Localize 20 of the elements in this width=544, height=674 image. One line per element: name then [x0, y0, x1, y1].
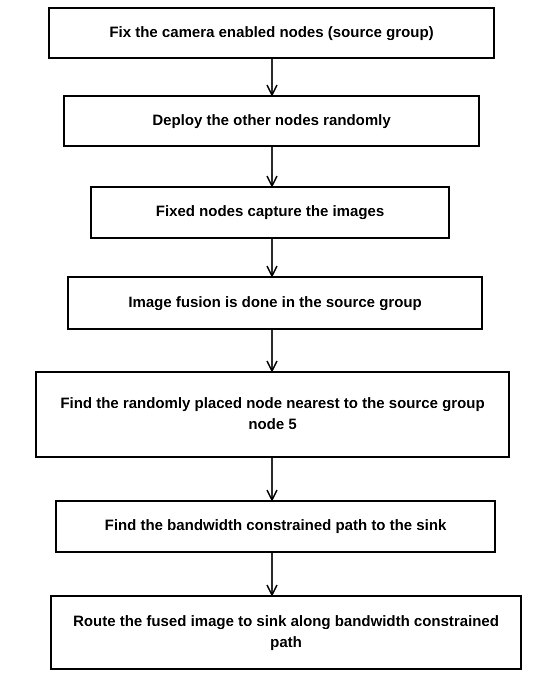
step-text: Find the bandwidth constrained path to the sink: [104, 516, 446, 536]
process-box: [90, 186, 450, 239]
arrow: [266, 239, 278, 277]
process-box: [50, 595, 522, 670]
process-box: [67, 276, 483, 330]
step-text: Fix the camera enabled nodes (source group): [109, 22, 434, 43]
step-text: Route the fused image to sink along bandwidth constrained path: [72, 612, 500, 652]
step-text: Deploy the other nodes randomly: [152, 110, 391, 131]
arrow: [266, 147, 278, 187]
arrow: [266, 458, 278, 501]
process-box: [55, 500, 496, 553]
step-text: Fixed nodes capture the images: [156, 202, 384, 222]
process-box: [48, 7, 495, 59]
arrow: [266, 553, 278, 596]
process-box: [35, 371, 510, 458]
arrow: [266, 59, 278, 96]
process-box: [63, 95, 480, 147]
arrow: [266, 330, 278, 372]
step-text: Image fusion is done in the source group: [128, 292, 422, 313]
step-text: Find the randomly placed node nearest to the source group node 5: [59, 394, 486, 434]
